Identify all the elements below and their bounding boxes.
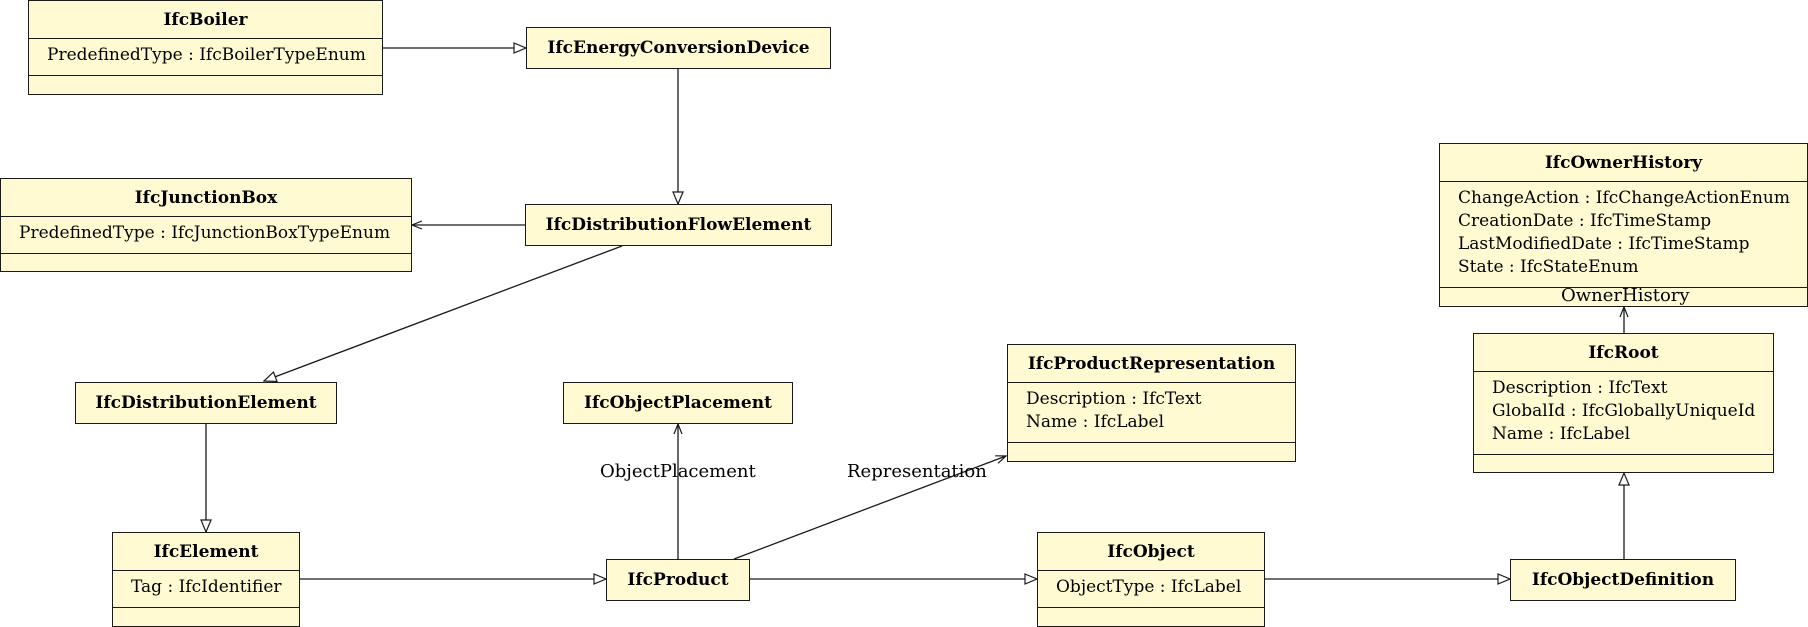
attribute: State : IfcStateEnum (1458, 257, 1639, 277)
class-ifcproduct[interactable]: IfcProduct (606, 559, 750, 601)
label-representation: Representation (847, 461, 987, 482)
attribute: ObjectType : IfcLabel (1056, 577, 1242, 597)
attribute: Description : IfcText (1492, 378, 1668, 398)
class-ifcdistributionflowelement[interactable]: IfcDistributionFlowElement (525, 204, 832, 246)
class-name: IfcObjectDefinition (1531, 570, 1715, 590)
class-ifcenergyconversiondevice[interactable]: IfcEnergyConversionDevice (526, 27, 831, 69)
class-name: IfcElement (153, 541, 259, 562)
attribute: Tag : IfcIdentifier (131, 577, 282, 597)
attribute: Name : IfcLabel (1492, 424, 1631, 444)
attribute: PredefinedType : IfcBoilerTypeEnum (47, 45, 366, 65)
label-ownerhistory: OwnerHistory (1561, 285, 1690, 306)
attribute: LastModifiedDate : IfcTimeStamp (1458, 234, 1750, 254)
class-operations (1008, 442, 1295, 461)
class-operations (29, 75, 382, 94)
class-ifcdistributionelement[interactable]: IfcDistributionElement (75, 382, 337, 424)
class-operations (1038, 607, 1264, 626)
class-name: IfcDistributionElement (95, 393, 317, 413)
class-ifcobjectplacement[interactable]: IfcObjectPlacement (563, 382, 793, 424)
attribute: PredefinedType : IfcJunctionBoxTypeEnum (19, 223, 391, 243)
class-ifcobject[interactable]: IfcObject ObjectType : IfcLabel (1037, 532, 1265, 627)
class-name: IfcJunctionBox (134, 187, 278, 208)
class-ifcboiler[interactable]: IfcBoiler PredefinedType : IfcBoilerType… (28, 0, 383, 95)
class-ifcobjectdefinition[interactable]: IfcObjectDefinition (1510, 559, 1736, 601)
edge-product-to-product-representation (733, 456, 1006, 560)
class-operations (113, 607, 299, 626)
class-name: IfcBoiler (163, 9, 248, 30)
class-name: IfcProduct (627, 570, 729, 590)
class-name: IfcRoot (1588, 342, 1659, 363)
attribute: CreationDate : IfcTimeStamp (1458, 211, 1712, 231)
class-name: IfcEnergyConversionDevice (547, 38, 810, 58)
class-attributes: ChangeAction : IfcChangeActionEnum Creat… (1440, 181, 1807, 287)
class-ifcroot[interactable]: IfcRoot Description : IfcText GlobalId :… (1473, 333, 1774, 473)
attribute: GlobalId : IfcGloballyUniqueId (1492, 401, 1756, 421)
class-ifcproductrepresentation[interactable]: IfcProductRepresentation Description : I… (1007, 344, 1296, 462)
class-name: IfcDistributionFlowElement (545, 215, 812, 235)
class-ifcownerhistory[interactable]: IfcOwnerHistory ChangeAction : IfcChange… (1439, 143, 1808, 307)
edge-distribution-flow-to-distribution-element (264, 245, 623, 381)
class-name: IfcProductRepresentation (1027, 353, 1276, 374)
class-ifcjunctionbox[interactable]: IfcJunctionBox PredefinedType : IfcJunct… (0, 178, 412, 272)
attribute: ChangeAction : IfcChangeActionEnum (1458, 188, 1790, 208)
class-name: IfcOwnerHistory (1544, 152, 1703, 173)
class-attributes: PredefinedType : IfcJunctionBoxTypeEnum (1, 216, 411, 253)
class-attributes: ObjectType : IfcLabel (1038, 570, 1264, 607)
class-attributes: PredefinedType : IfcBoilerTypeEnum (29, 38, 382, 75)
attribute: Name : IfcLabel (1026, 412, 1165, 432)
class-operations (1, 253, 411, 271)
label-objectplacement: ObjectPlacement (600, 461, 756, 482)
class-attributes: Tag : IfcIdentifier (113, 570, 299, 607)
class-name: IfcObjectPlacement (584, 393, 772, 413)
class-ifcelement[interactable]: IfcElement Tag : IfcIdentifier (112, 532, 300, 627)
class-attributes: Description : IfcText Name : IfcLabel (1008, 382, 1295, 442)
attribute: Description : IfcText (1026, 389, 1202, 409)
class-attributes: Description : IfcText GlobalId : IfcGlob… (1474, 371, 1773, 454)
class-operations (1440, 287, 1807, 306)
class-operations (1474, 454, 1773, 472)
class-name: IfcObject (1107, 541, 1195, 562)
